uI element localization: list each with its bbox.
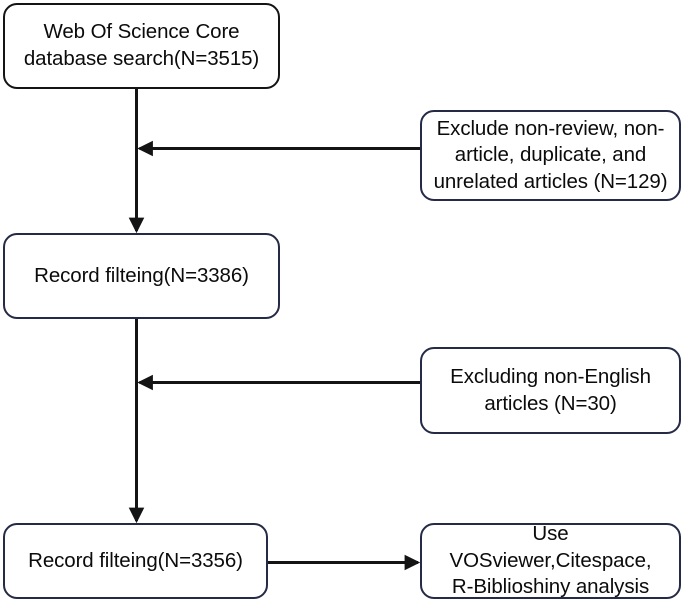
node-exclusion-criteria-2: Excluding non-English articles (N=30) [420, 347, 681, 434]
node-exclusion-criteria-1: Exclude non-review, non- article, duplic… [420, 110, 681, 201]
node-source-database: Web Of Science Core database search(N=35… [3, 3, 280, 89]
node-record-filtering-1: Record filteing(N=3386) [3, 233, 280, 319]
node-record-filtering-2: Record filteing(N=3356) [3, 523, 268, 599]
node-analysis-tools: Use VOSviewer,Citespace, R-Biblioshiny a… [420, 522, 681, 599]
